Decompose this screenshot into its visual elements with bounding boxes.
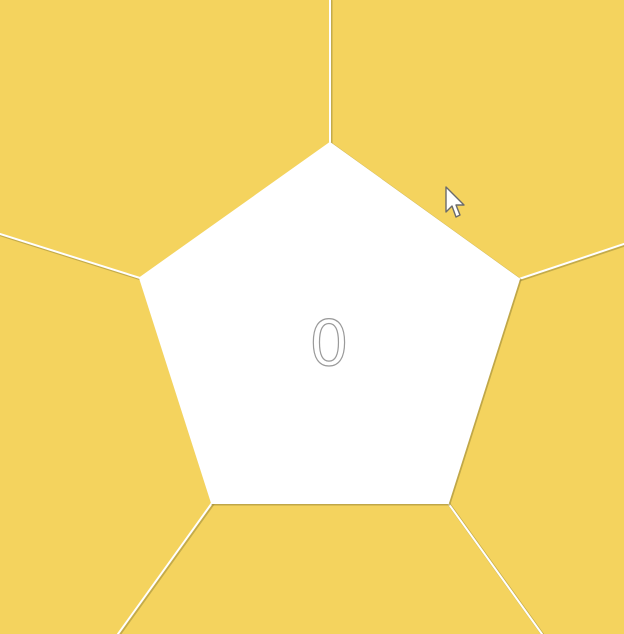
mouse-pointer-icon	[445, 186, 465, 218]
tile-top-left[interactable]	[0, 0, 330, 278]
center-pentagon[interactable]	[138, 141, 521, 504]
tile-bottom[interactable]	[118, 503, 542, 634]
tile-top-right[interactable]	[330, 0, 624, 279]
tile-left[interactable]	[0, 234, 212, 634]
tile-right[interactable]	[448, 244, 624, 634]
center-value: 0	[309, 307, 348, 380]
